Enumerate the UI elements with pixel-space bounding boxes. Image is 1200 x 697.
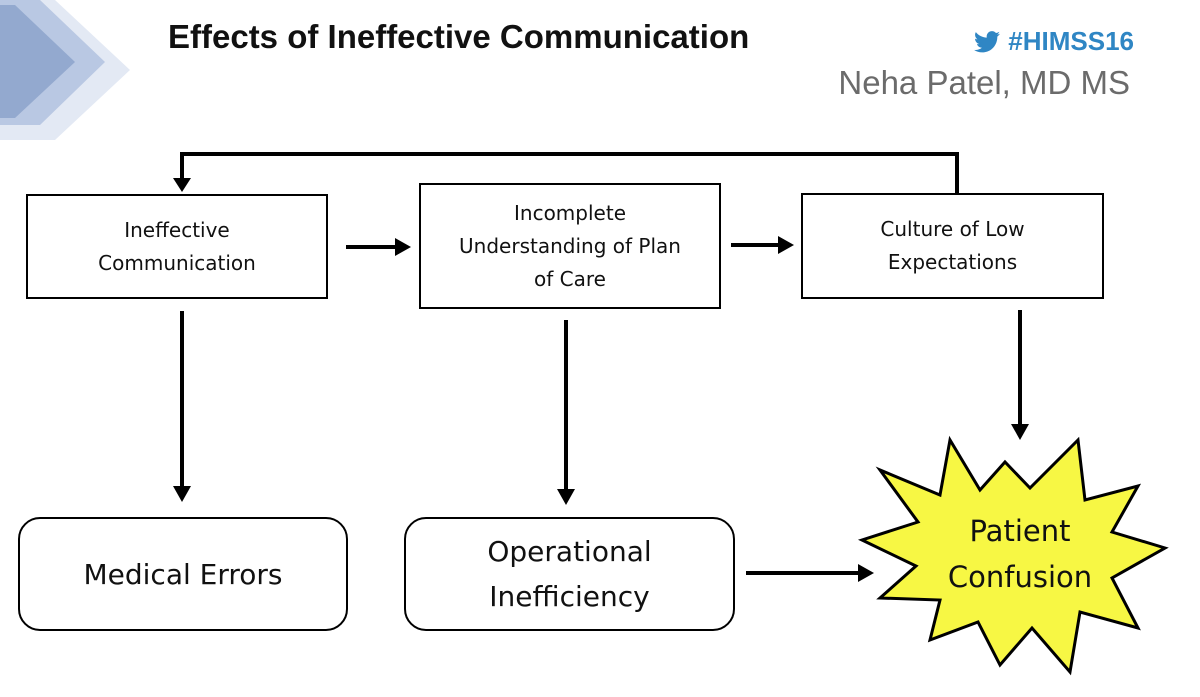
box-operational-inefficiency: Operational Inefficiency — [404, 517, 735, 631]
box-ineffective-communication: Ineffective Communication — [26, 194, 328, 299]
corner-decoration — [0, 0, 130, 140]
patient-confusion-starburst — [857, 435, 1169, 676]
box-incomplete-understanding-label: Incomplete Understanding of Plan of Care — [459, 200, 681, 291]
box-operational-inefficiency-label: Operational Inefficiency — [487, 535, 652, 613]
hashtag-label: #HIMSS16 — [1008, 26, 1134, 56]
twitter-bird-icon — [974, 30, 1001, 52]
box-medical-errors: Medical Errors — [18, 517, 348, 631]
box-culture-low-expectations: Culture of Low Expectations — [801, 193, 1104, 299]
presenter-name: Neha Patel, MD MS — [838, 64, 1130, 101]
box-incomplete-understanding: Incomplete Understanding of Plan of Care — [419, 183, 721, 309]
box-culture-low-expectations-label: Culture of Low Expectations — [880, 217, 1025, 274]
slide-title: Effects of Ineffective Communication — [168, 18, 750, 55]
box-medical-errors-label: Medical Errors — [83, 557, 283, 591]
feedback-loop-arrowhead — [173, 178, 191, 192]
hashtag-group: #HIMSS16 — [974, 26, 1134, 57]
box-ineffective-communication-label: Ineffective Communication — [98, 217, 256, 275]
patient-confusion-label: Patient Confusion — [947, 514, 1093, 594]
feedback-loop-arrow — [180, 152, 959, 193]
